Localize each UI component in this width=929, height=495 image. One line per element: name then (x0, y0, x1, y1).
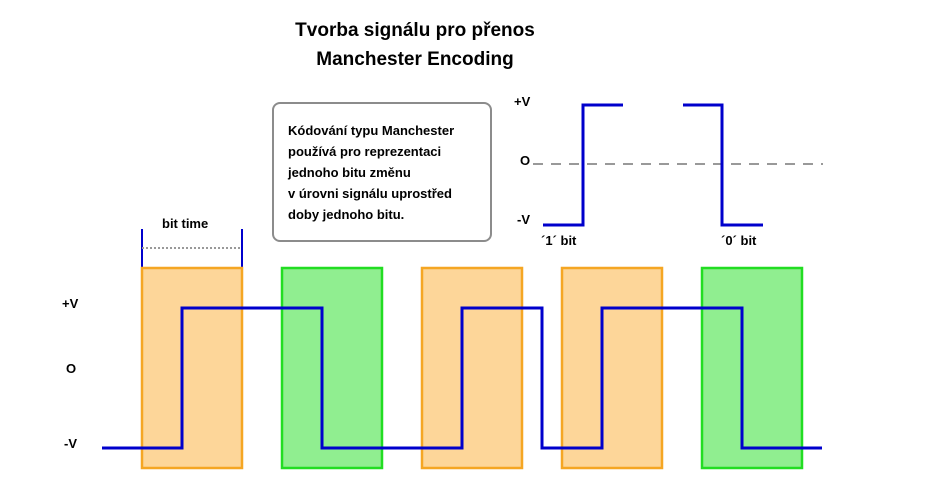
bit-box-one (420, 266, 524, 470)
legend-one-bit-label: ´1´ bit (541, 233, 577, 248)
bit-box-zero (280, 266, 384, 470)
legend: +V O -V ´1´ bit ´0´ bit (514, 94, 823, 248)
title-line-1: Tvorba signálu pro přenos (295, 20, 535, 41)
legend-zero-bit-signal (683, 103, 763, 227)
axis-zero-label: O (66, 361, 76, 376)
note-line: v úrovni signálu uprostřed (288, 186, 452, 201)
bit-time-label: bit time (162, 216, 208, 231)
note-line: Kódování typu Manchester (288, 123, 455, 138)
title-line-2: Manchester Encoding (316, 49, 514, 70)
legend-plus-label: +V (514, 94, 531, 109)
bit-time-marker: bit time (141, 216, 243, 268)
note-line: používá pro reprezentaci (288, 144, 442, 159)
legend-one-bit-signal (543, 103, 623, 227)
axis-minus-label: -V (64, 436, 77, 451)
bit-box-one (560, 266, 664, 470)
note-line: doby jednoho bitu. (288, 207, 405, 222)
bit-box-one (140, 266, 244, 470)
manchester-signal (102, 306, 822, 450)
bit-boxes (140, 266, 804, 470)
legend-minus-label: -V (517, 212, 530, 227)
note-line: jednoho bitu změnu (288, 165, 411, 180)
legend-zero-bit-label: ´0´ bit (721, 233, 757, 248)
bit-box-zero (700, 266, 804, 470)
legend-zero-label: O (520, 153, 530, 168)
axis-plus-label: +V (62, 296, 79, 311)
explanation-note: Kódování typu Manchester používá pro rep… (272, 102, 492, 242)
